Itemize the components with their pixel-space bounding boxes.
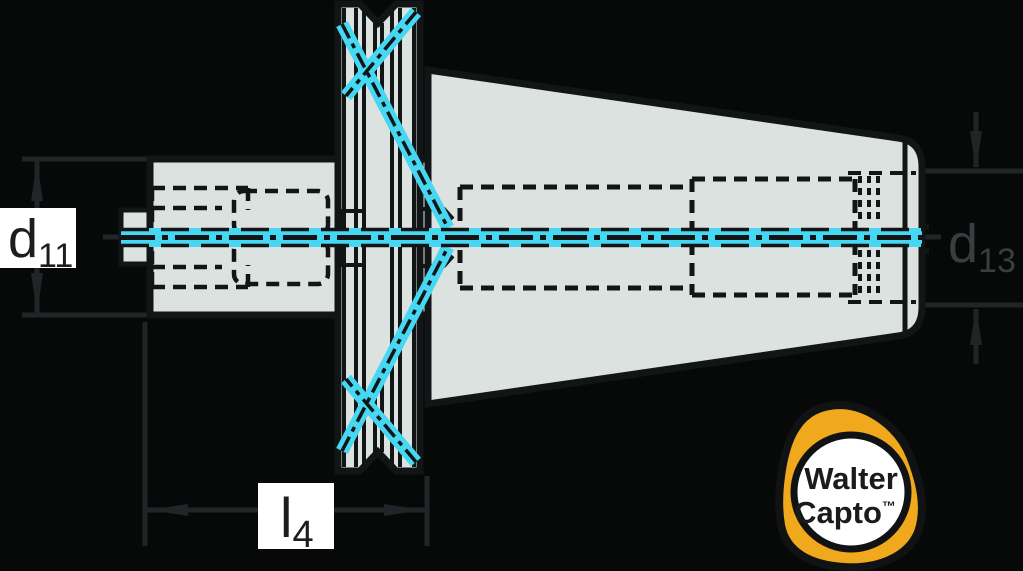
face-notch-top (919, 224, 929, 230)
horizontal-centerline (121, 227, 922, 248)
l4-arrow-right (384, 504, 423, 516)
l4-label-box (258, 483, 334, 549)
thread-dashes (858, 176, 880, 298)
d13-arrow-bottom-head (970, 307, 982, 345)
d11-arrow-down (31, 273, 43, 313)
d11-label-box (0, 208, 76, 268)
logo-product-text: Capto™ (794, 495, 896, 530)
dimension-labels: d11 d13 l4 (0, 208, 1016, 556)
logo-circle (790, 431, 912, 553)
l4-arrow-left (149, 504, 188, 516)
centerlines (121, 7, 922, 467)
l4-label: l4 (280, 486, 314, 556)
walter-capto-logo: Walter Capto™ (775, 400, 926, 571)
logo-brand-text: Walter (804, 461, 898, 496)
dimension-lines (22, 112, 1023, 546)
d13-arrow-top-head (970, 131, 982, 169)
d11-arrow-up (31, 161, 43, 201)
d11-label: d11 (8, 209, 73, 275)
diagonal-centerlines (336, 7, 454, 467)
d13-label: d13 (948, 214, 1016, 280)
face-notch-bottom (919, 248, 929, 254)
taper-hidden-lines (457, 171, 916, 304)
